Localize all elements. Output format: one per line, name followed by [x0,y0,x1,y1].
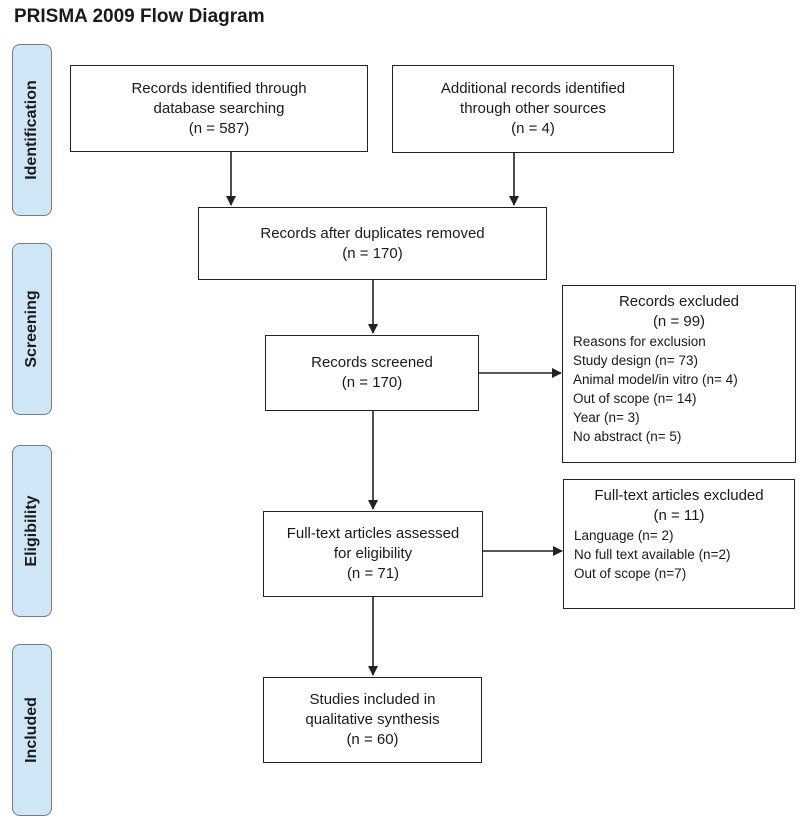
fulltext-excluded-reason: No full text available (n=2) [574,547,731,562]
box-included-count: (n = 60) [346,731,399,748]
box-additional-line1: Additional records identified [440,80,626,97]
box-fulltext-excluded: Full-text articles excluded (n = 11) Lan… [563,479,795,609]
box-duplicates-line1: Records after duplicates removed [260,224,485,242]
excluded-reason-item: No abstract (n= 5) [573,429,682,444]
box-additional-count: (n = 4) [511,120,555,137]
box-additional-line2: through other sources [460,100,606,117]
stage-identification: Identification [12,44,52,216]
box-database-records: Records identified through database sear… [70,65,368,152]
box-included-line2: qualitative synthesis [305,711,440,728]
box-fulltext-assessed: Full-text articles assessed for eligibil… [263,511,483,597]
box-duplicates-removed: Records after duplicates removed (n = 17… [198,207,547,280]
box-screened-line1: Records screened [311,354,433,371]
stage-eligibility: Eligibility [12,445,52,617]
box-screened-count: (n = 170) [341,374,403,391]
box-fulltext-excluded-title: Full-text articles excluded [594,487,764,504]
diagram-title: PRISMA 2009 Flow Diagram [14,6,265,27]
box-fulltext-count: (n = 71) [346,565,400,582]
excluded-reason-item: Out of scope (n= 14) [573,391,697,406]
box-records-excluded: Records excluded (n = 99) Reasons for ex… [562,285,796,463]
box-database-line2: database searching [153,99,285,117]
box-studies-included: Studies included in qualitative synthesi… [263,677,482,763]
box-records-screened: Records screened (n = 170) [265,335,479,411]
box-fulltext-line2: for eligibility [333,545,413,562]
stage-screening: Screening [12,243,52,415]
box-duplicates-count: (n = 170) [342,244,403,262]
box-included-line1: Studies included in [309,691,436,708]
box-database-line1: Records identified through [131,79,307,97]
excluded-reason-item: Animal model/in vitro (n= 4) [573,372,738,387]
box-excluded-title: Records excluded [618,293,740,310]
fulltext-excluded-reason: Out of scope (n=7) [574,566,687,581]
box-fulltext-excluded-count: (n = 11) [653,507,705,524]
box-additional-records: Additional records identified through ot… [392,65,674,153]
fulltext-excluded-reason: Language (n= 2) [574,528,674,543]
box-database-count: (n = 587) [188,119,250,137]
excluded-reason-item: Study design (n= 73) [573,353,698,368]
box-fulltext-line1: Full-text articles assessed [286,525,460,542]
excluded-reason-item: Year (n= 3) [573,410,640,425]
box-excluded-count: (n = 99) [652,313,706,330]
stage-included: Included [12,644,52,816]
excluded-reason-header: Reasons for exclusion [573,334,706,349]
